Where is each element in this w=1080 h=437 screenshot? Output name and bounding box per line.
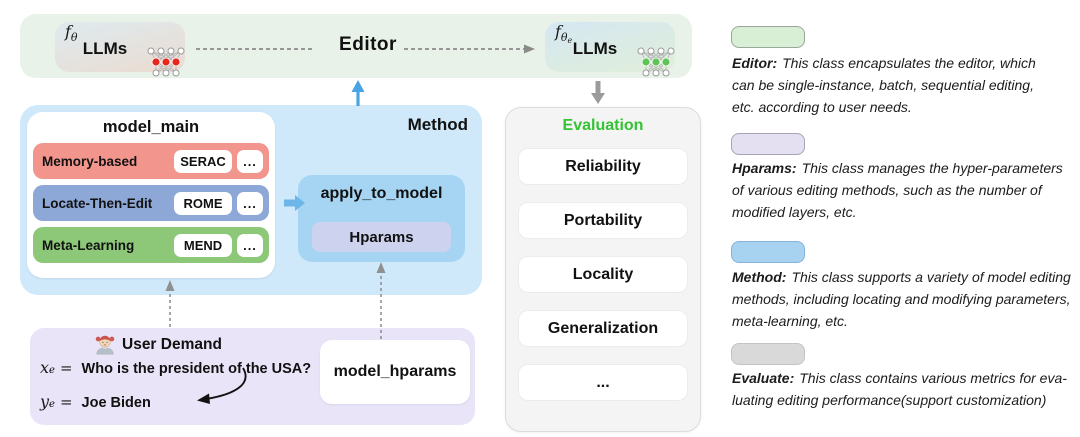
- source-llm-box: fθ LLMs: [55, 22, 185, 77]
- method-name-pill: MEND: [174, 233, 232, 257]
- neural-network-icon: [637, 47, 675, 77]
- method-box: Method model_main Memory-based SERAC ...…: [20, 105, 482, 295]
- llms-label: LLMs: [82, 39, 128, 58]
- method-category-label: Memory-based: [42, 153, 138, 169]
- method-category-label: Locate-Then-Edit: [42, 195, 153, 211]
- legend-editor-text: Editor:This class encapsulates the edito…: [732, 55, 1036, 115]
- legend-method-swatch: [731, 241, 805, 263]
- f-theta-symbol: fθ: [65, 22, 78, 44]
- method-row-meta-learning: Meta-Learning MEND ...: [33, 227, 269, 263]
- method-category-label: Meta-Learning: [42, 237, 135, 253]
- evaluation-title: Evaluation: [562, 117, 644, 134]
- model-main-title: model_main: [102, 118, 200, 136]
- method-name-pill: ROME: [174, 191, 232, 215]
- metric-reliability: Reliability: [518, 148, 688, 185]
- user-demand-title: User Demand: [122, 335, 222, 353]
- editing-pipeline-banner: fθ LLMs Editor fθe LLMs: [20, 14, 692, 78]
- metric-more: ...: [518, 364, 688, 401]
- edited-llm-box: fθe LLMs: [545, 22, 675, 77]
- neural-network-icon: [147, 47, 185, 77]
- metric-locality: Locality: [518, 256, 688, 293]
- legend-evaluate-text: Evaluate:This class contains various met…: [732, 370, 1067, 408]
- method-row-locate-then-edit: Locate-Then-Edit ROME ...: [33, 185, 269, 221]
- f-theta-e-symbol: fθe: [555, 22, 573, 45]
- method-name-pill: SERAC: [174, 149, 232, 173]
- user-avatar-icon: [95, 335, 115, 355]
- model-main-box: model_main Memory-based SERAC ... Locate…: [27, 112, 275, 278]
- down-arrow-llm-to-evaluation: [591, 81, 605, 104]
- editor-label: Editor: [339, 34, 397, 55]
- llms-label: LLMs: [572, 39, 618, 58]
- apply-to-model-box: apply_to_model Hparams: [298, 175, 465, 262]
- model-hparams-box: model_hparams: [320, 340, 470, 404]
- metric-portability: Portability: [518, 202, 688, 239]
- up-arrow-method-to-editor: [351, 80, 365, 106]
- hparams-box: Hparams: [312, 222, 451, 252]
- more-methods-pill: ...: [237, 149, 263, 173]
- legend-editor-swatch: [731, 26, 805, 48]
- edit-answer-text: Joe Biden: [81, 395, 151, 411]
- user-demand-heading: User Demand: [94, 334, 222, 355]
- method-title: Method: [407, 115, 468, 134]
- more-methods-pill: ...: [237, 191, 263, 215]
- legend-hparams-swatch: [731, 133, 805, 155]
- legend-hparams-text: Hparams:This class manages the hyper-par…: [732, 160, 1063, 220]
- apply-to-model-title: apply_to_model: [320, 185, 443, 202]
- legend-evaluate-swatch: [731, 343, 805, 365]
- method-row-memory-based: Memory-based SERAC ...: [33, 143, 269, 179]
- more-methods-pill: ...: [237, 233, 263, 257]
- metric-generalization: Generalization: [518, 310, 688, 347]
- edit-question-text: Who is the president of the USA?: [81, 361, 312, 377]
- legend-method-text: Method:This class supports a variety of …: [732, 269, 1071, 329]
- evaluation-box: Evaluation Reliability Portability Local…: [505, 107, 701, 432]
